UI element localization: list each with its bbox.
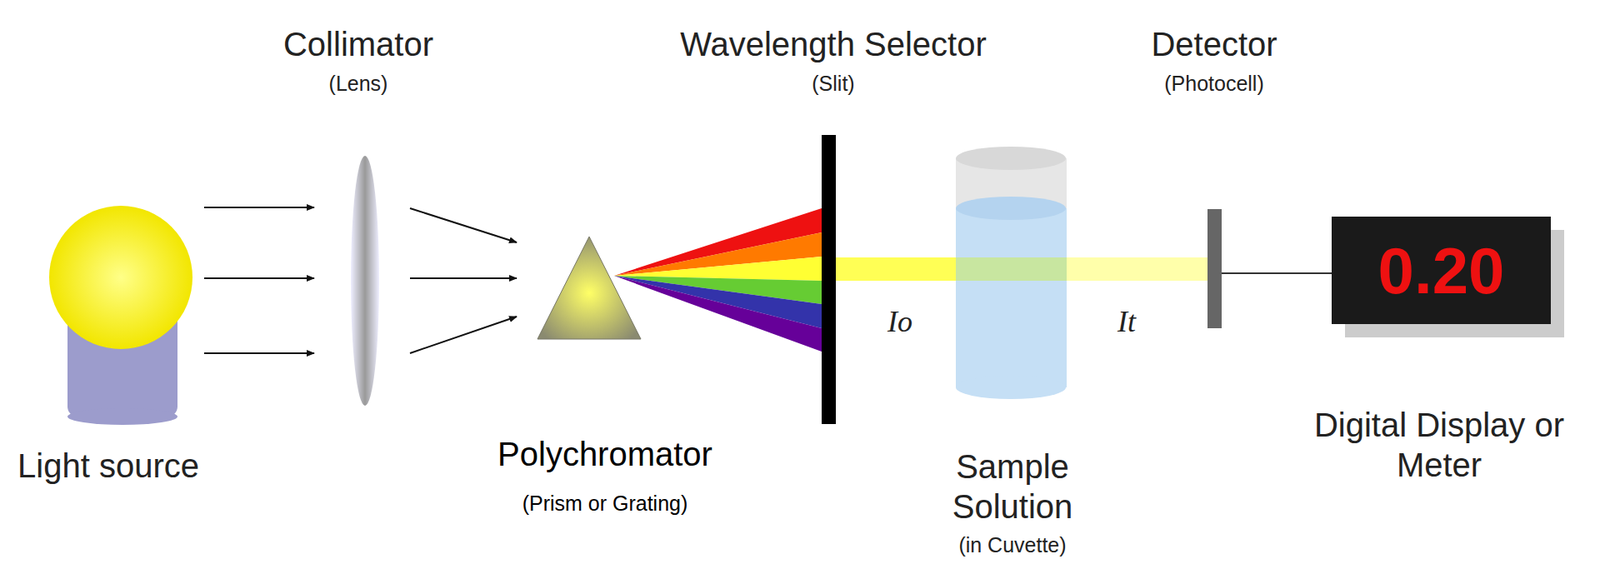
part-label: It [1117, 305, 1136, 340]
part-label: Wavelength Selector [680, 25, 987, 64]
lamp-bulb [49, 205, 193, 350]
lamp-base-bottom [67, 408, 178, 425]
detector-wire [1221, 272, 1332, 275]
display-reading: 0.20 [1378, 238, 1505, 304]
part-label: Collimator [283, 25, 434, 64]
part-label: Digital Display or Meter [1289, 405, 1590, 485]
incident-beam [835, 257, 956, 281]
prism [537, 236, 641, 340]
beam-in-sample [955, 257, 1067, 281]
part-label: (Photocell) [1164, 71, 1265, 96]
part-label: Detector [1150, 25, 1277, 64]
part-label: (Lens) [329, 71, 389, 96]
spectrum-fan [614, 208, 822, 352]
slit [821, 135, 836, 425]
part-label: Io [887, 305, 913, 340]
part-label: (Slit) [811, 71, 855, 96]
part-label: Light source [17, 446, 200, 485]
digital-display: 0.20 [1331, 216, 1551, 325]
photocell [1207, 209, 1222, 329]
cuvette [955, 146, 1067, 400]
part-label: Polychromator [497, 435, 713, 474]
part-label: (in Cuvette) [958, 533, 1066, 558]
collimator-lens [350, 155, 380, 406]
transmitted-beam [1066, 257, 1208, 281]
part-label: (Prism or Grating) [522, 491, 689, 516]
part-label: Sample Solution [937, 446, 1088, 527]
